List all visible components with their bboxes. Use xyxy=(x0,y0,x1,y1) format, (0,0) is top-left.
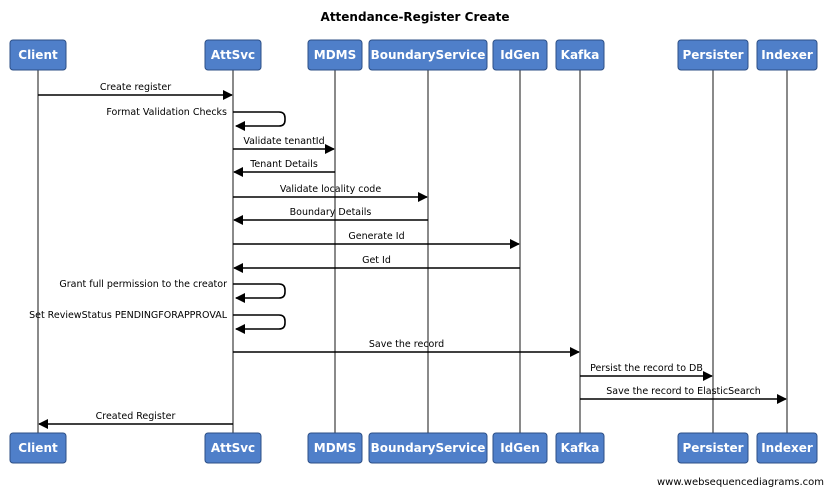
message: Get Id xyxy=(233,255,520,273)
participant-box xyxy=(368,39,488,71)
participant-box xyxy=(492,432,548,464)
diagram-title: Attendance-Register Create xyxy=(321,10,510,24)
message-label: Boundary Details xyxy=(290,207,372,218)
message: Save the record to ElasticSearch xyxy=(580,386,787,404)
participant-client-top: Client xyxy=(9,39,67,71)
message-label: Create register xyxy=(100,82,171,93)
message: Persist the record to DB xyxy=(580,363,713,381)
message: Created Register xyxy=(38,411,233,429)
participant-box xyxy=(756,432,818,464)
message: Validate tenantId xyxy=(233,136,335,154)
participant-box xyxy=(677,39,749,71)
participant-mdms-top: MDMS xyxy=(307,39,363,71)
participant-box xyxy=(492,39,548,71)
self-message-arrow xyxy=(233,111,286,131)
participant-box xyxy=(204,39,262,71)
participant-label: MDMS xyxy=(314,48,357,62)
participant-box xyxy=(368,432,488,464)
self-message-arrow xyxy=(233,314,286,334)
participant-box xyxy=(204,432,262,464)
message-label: Created Register xyxy=(96,411,176,422)
participant-label: MDMS xyxy=(314,441,357,455)
message-label: Persist the record to DB xyxy=(590,363,703,374)
participant-idgen-bottom: IdGen xyxy=(492,432,548,464)
participant-persister-top: Persister xyxy=(677,39,749,71)
participant-box xyxy=(555,39,605,71)
message-label: Tenant Details xyxy=(249,159,318,170)
participant-label: Persister xyxy=(682,48,743,62)
message-label: Set ReviewStatus PENDINGFORAPPROVAL xyxy=(29,310,228,321)
message-label: Get Id xyxy=(362,255,391,266)
participant-boundary-bottom: BoundaryService xyxy=(368,432,488,464)
message: Grant full permission to the creator xyxy=(59,279,286,303)
message: Tenant Details xyxy=(233,159,335,177)
message-label: Format Validation Checks xyxy=(106,107,227,118)
lifelines xyxy=(37,70,788,433)
participant-indexer-bottom: Indexer xyxy=(756,432,818,464)
participant-label: AttSvc xyxy=(211,48,255,62)
participant-label: Kafka xyxy=(561,441,600,455)
participant-label: BoundaryService xyxy=(371,441,486,455)
participant-label: IdGen xyxy=(500,48,540,62)
participant-label: Indexer xyxy=(761,441,813,455)
participant-attsvc-bottom: AttSvc xyxy=(204,432,262,464)
participant-persister-bottom: Persister xyxy=(677,432,749,464)
watermark-text: www.websequencediagrams.com xyxy=(657,477,824,488)
message: Boundary Details xyxy=(233,207,428,225)
participant-box xyxy=(756,39,818,71)
participant-label: Indexer xyxy=(761,48,813,62)
message: Validate locality code xyxy=(233,184,428,202)
participant-box xyxy=(307,432,363,464)
participant-label: BoundaryService xyxy=(371,48,486,62)
participant-label: Client xyxy=(18,441,58,455)
participants: ClientClientAttSvcAttSvcMDMSMDMSBoundary… xyxy=(9,39,818,464)
participant-label: Kafka xyxy=(561,48,600,62)
participant-label: Persister xyxy=(682,441,743,455)
message: Set ReviewStatus PENDINGFORAPPROVAL xyxy=(29,310,286,334)
message-label: Generate Id xyxy=(348,231,404,242)
participant-kafka-top: Kafka xyxy=(555,39,605,71)
participant-idgen-top: IdGen xyxy=(492,39,548,71)
participant-label: Client xyxy=(18,48,58,62)
participant-box xyxy=(677,432,749,464)
message-label: Save the record xyxy=(369,339,444,350)
participant-kafka-bottom: Kafka xyxy=(555,432,605,464)
message: Create register xyxy=(38,82,233,100)
message: Save the record xyxy=(233,339,580,357)
participant-indexer-top: Indexer xyxy=(756,39,818,71)
participant-boundary-top: BoundaryService xyxy=(368,39,488,71)
message-label: Grant full permission to the creator xyxy=(59,279,227,290)
message: Generate Id xyxy=(233,231,520,249)
participant-box xyxy=(9,39,67,71)
participant-label: IdGen xyxy=(500,441,540,455)
participant-box xyxy=(555,432,605,464)
participant-mdms-bottom: MDMS xyxy=(307,432,363,464)
message-label: Validate locality code xyxy=(280,184,382,195)
participant-label: AttSvc xyxy=(211,441,255,455)
participant-box xyxy=(307,39,363,71)
message-label: Save the record to ElasticSearch xyxy=(606,386,761,397)
message-label: Validate tenantId xyxy=(243,136,324,147)
participant-box xyxy=(9,432,67,464)
self-message-arrow xyxy=(233,283,286,303)
participant-attsvc-top: AttSvc xyxy=(204,39,262,71)
message: Format Validation Checks xyxy=(106,107,286,131)
participant-client-bottom: Client xyxy=(9,432,67,464)
